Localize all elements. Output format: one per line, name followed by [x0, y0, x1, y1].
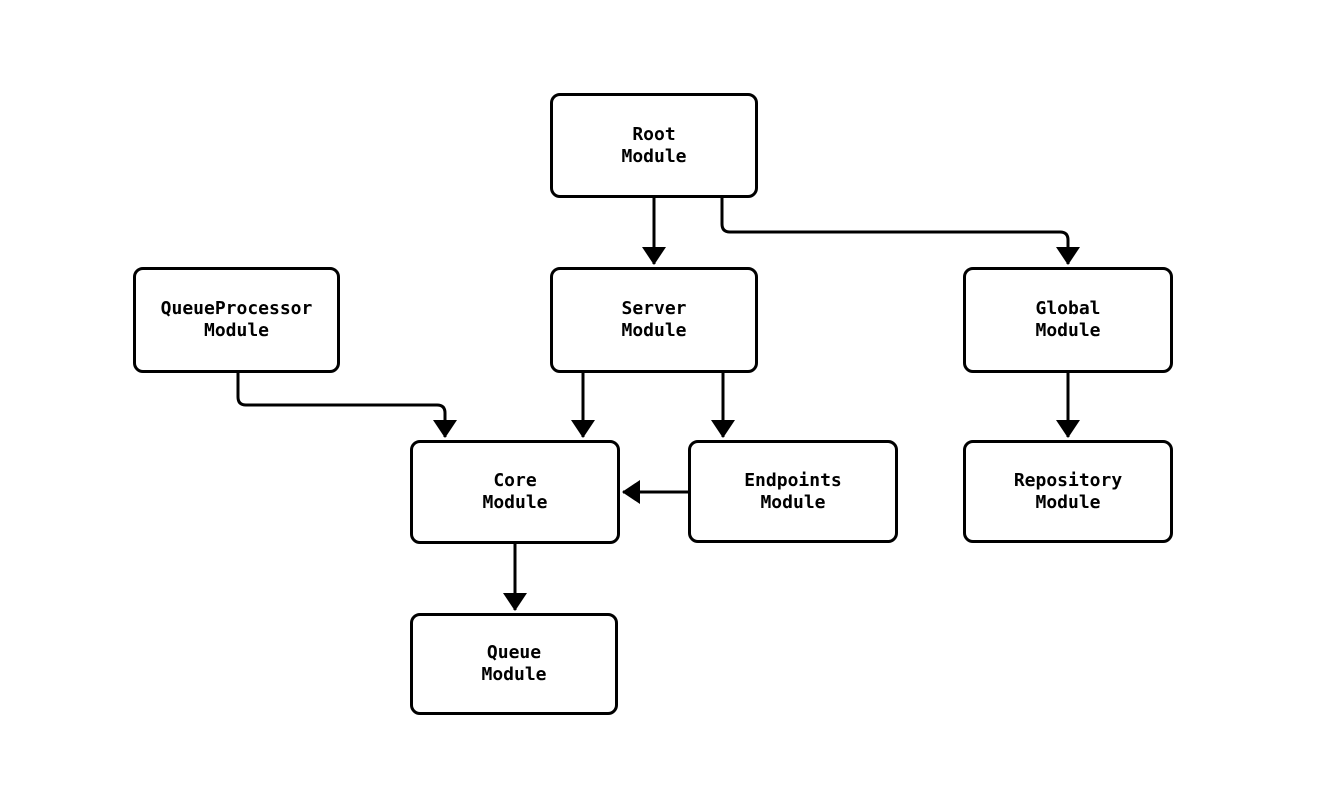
node-label: Server Module [621, 298, 687, 341]
node-label: Endpoints Module [744, 469, 842, 513]
node-server-module: Server Module [550, 267, 758, 373]
node-repository-module: Repository Module [963, 440, 1173, 543]
node-label: Root Module [621, 123, 687, 167]
node-endpoints-module: Endpoints Module [688, 440, 898, 543]
node-root-module: Root Module [550, 93, 758, 198]
node-label: Queue Module [481, 642, 547, 685]
node-queueprocessor-module: QueueProcessor Module [133, 267, 340, 373]
edge-root-to-global [720, 198, 1080, 265]
node-core-module: Core Module [410, 440, 620, 544]
node-global-module: Global Module [963, 267, 1173, 373]
node-label: Core Module [482, 470, 548, 513]
edge-queueprocessor-to-core [236, 373, 457, 438]
node-label: Repository Module [1013, 469, 1123, 513]
node-label: Global Module [1035, 298, 1101, 341]
node-queue-module: Queue Module [410, 613, 618, 715]
node-label: QueueProcessor Module [160, 298, 313, 341]
